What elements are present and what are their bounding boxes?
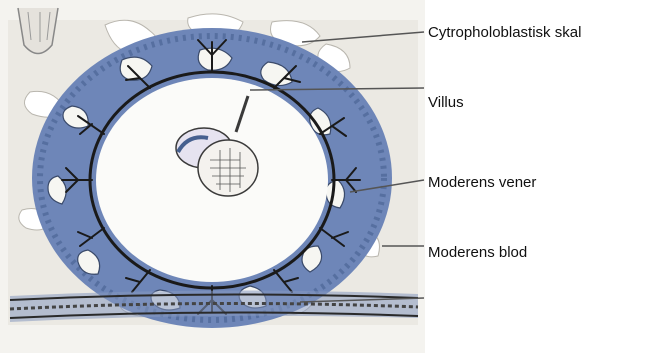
label-cytotrophoblastic-shell: Cytropholoblastisk skal — [428, 24, 581, 41]
label-villus: Villus — [428, 94, 464, 111]
label-maternal-blood: Moderens blod — [428, 244, 527, 261]
label-maternal-veins: Moderens vener — [428, 174, 536, 191]
